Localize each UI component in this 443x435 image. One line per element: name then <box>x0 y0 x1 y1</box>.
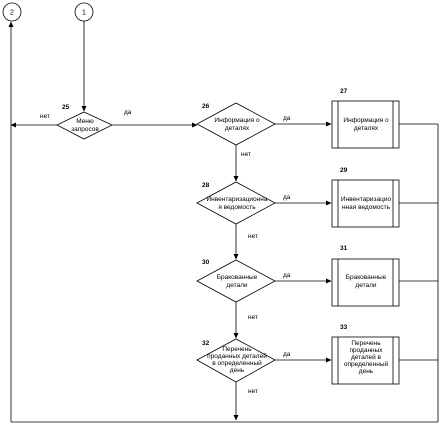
process-33-number: 33 <box>340 324 348 331</box>
decision-32-line-4: день <box>230 367 245 374</box>
process-31-line-1: Бракованные <box>346 274 387 281</box>
edge-30-yes-label: да <box>283 272 291 279</box>
decision-32: 32 Перечень проданных деталей в определе… <box>196 338 276 383</box>
process-31: 31 Бракованные детали <box>331 245 400 307</box>
decision-32-line-3: в определенный <box>212 359 262 367</box>
decision-26-line-1: Информация о <box>214 117 260 124</box>
process-33-line-3: деталей в <box>351 353 382 361</box>
process-33-line-1: Перечень <box>351 340 381 347</box>
decision-32-line-2: проданных деталей <box>207 352 267 360</box>
edge-32-no-label: нет <box>248 388 258 395</box>
edge-28-no-label: нет <box>248 233 258 240</box>
decision-30-line-2: детали <box>226 282 248 289</box>
edge-25-yes-label: да <box>124 109 132 116</box>
process-31-line-2: детали <box>355 282 377 289</box>
process-27-line-1: Информация о <box>343 117 389 124</box>
process-27-number: 27 <box>340 88 348 95</box>
process-29-line-1: Инвентаризацио <box>341 196 392 203</box>
process-31-number: 31 <box>340 245 348 252</box>
decision-26: 26 Информация о деталях <box>196 102 276 146</box>
connector-1: 1 <box>74 2 94 22</box>
edge-28-yes-label: да <box>283 194 291 201</box>
process-27-line-2: деталях <box>354 125 379 132</box>
decision-32-line-1: Перечень <box>222 346 252 353</box>
process-29-number: 29 <box>340 167 348 174</box>
decision-26-line-2: деталях <box>225 125 250 132</box>
decision-25-number: 25 <box>62 104 70 111</box>
edge-32-yes-label: да <box>283 351 291 358</box>
edge-26-yes-label: да <box>283 115 291 122</box>
connector-2: 2 <box>2 2 22 22</box>
decision-32-number: 32 <box>202 340 210 347</box>
decision-25-line-2: запросов <box>71 126 99 133</box>
decision-25-line-1: Меню <box>76 118 94 125</box>
process-33: 33 Перечень проданных деталей в определе… <box>331 324 400 385</box>
edge-26-no-label: нет <box>241 151 251 158</box>
decision-30: 30 Бракованные детали <box>196 259 276 303</box>
process-29: 29 Инвентаризацио нная ведомость <box>331 167 400 228</box>
decision-28-number: 28 <box>202 182 210 189</box>
process-33-line-5: день <box>359 368 374 375</box>
decision-28-line-1: Инвентаризационна <box>207 196 268 203</box>
edge-30-no-label: нет <box>248 314 258 321</box>
decision-30-line-1: Бракованные <box>217 274 258 281</box>
process-29-line-2: нная ведомость <box>342 204 391 211</box>
process-33-line-4: определенный <box>344 360 389 368</box>
edge-25-no-label: нет <box>40 113 50 120</box>
decision-30-number: 30 <box>202 259 210 266</box>
decision-25: 25 Меню запросов <box>56 104 113 140</box>
connector-1-label: 1 <box>82 10 86 17</box>
connector-2-label: 2 <box>10 10 14 17</box>
process-27: 27 Информация о деталях <box>331 88 400 149</box>
decision-26-number: 26 <box>202 103 210 110</box>
decision-28: 28 Инвентаризационна я ведомость <box>196 181 276 225</box>
decision-28-line-2: я ведомость <box>218 204 256 211</box>
process-33-line-2: проданных <box>349 347 383 354</box>
